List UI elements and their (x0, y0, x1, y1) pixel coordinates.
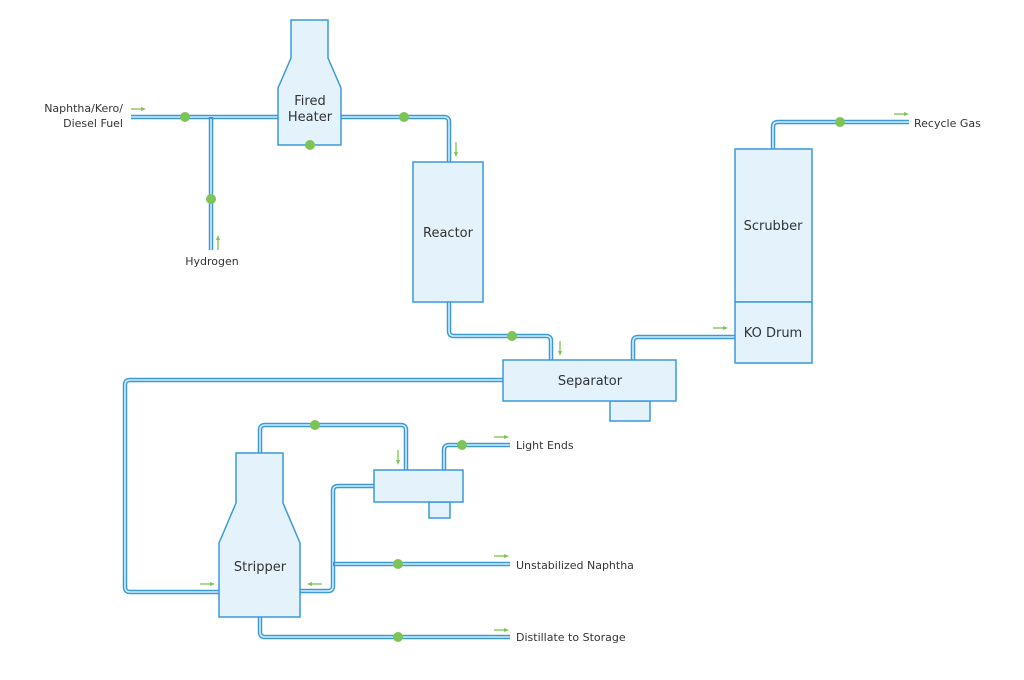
pipe-separator-to-stripper (122, 377, 503, 595)
fired-heater-label-2: Heater (288, 110, 333, 125)
reflux-drum[interactable] (373, 469, 464, 519)
pipe-separator-to-ko-drum (630, 334, 735, 360)
arrow-left-icon (307, 582, 322, 586)
pipe-light-ends (441, 442, 510, 470)
hydrogen-label: Hydrogen (185, 255, 239, 268)
recycle-gas-label: Recycle Gas (914, 117, 981, 130)
valves (180, 112, 845, 642)
unstabilized-naphtha-label: Unstabilized Naphtha (516, 559, 634, 572)
arrow-up-icon (216, 235, 220, 250)
pipe-reflux (300, 483, 374, 594)
pipe-reactor-to-separator (446, 302, 554, 360)
pipes (122, 114, 909, 640)
pipe-stripper-overhead (257, 422, 409, 470)
separator[interactable]: Separator (502, 359, 677, 422)
arrow-right-icon (131, 107, 146, 111)
fired-heater[interactable]: Fired Heater (277, 19, 342, 146)
valve-heater-fuel[interactable] (305, 140, 315, 150)
valve-heater-outlet[interactable] (399, 112, 409, 122)
scrubber-label: Scrubber (744, 219, 803, 234)
light-ends-label: Light Ends (516, 439, 574, 452)
arrow-down-icon (558, 341, 562, 356)
feed-label-2: Diesel Fuel (63, 117, 123, 130)
feed-label-1: Naphtha/Kero/ (44, 102, 123, 115)
fired-heater-label-1: Fired (294, 94, 325, 109)
valve-hydrogen[interactable] (206, 194, 216, 204)
arrow-right-icon (894, 112, 909, 116)
valve-reactor-outlet[interactable] (507, 331, 517, 341)
arrow-down-icon (454, 142, 458, 157)
arrow-right-icon (200, 582, 215, 586)
reactor[interactable]: Reactor (412, 161, 484, 303)
flow-arrows (131, 107, 909, 632)
arrow-right-icon (494, 628, 509, 632)
valve-feed[interactable] (180, 112, 190, 122)
pipe-distillate (257, 617, 510, 640)
valve-stripper-overhead[interactable] (310, 420, 320, 430)
separator-label: Separator (558, 374, 623, 389)
pipe-recycle-gas (770, 119, 909, 149)
stripper-label: Stripper (234, 560, 287, 575)
arrow-right-icon (494, 435, 509, 439)
arrow-right-icon (494, 554, 509, 558)
valve-distillate[interactable] (393, 632, 403, 642)
distillate-label: Distillate to Storage (516, 631, 626, 644)
arrow-right-icon (713, 326, 728, 330)
valve-unstabilized-naphtha[interactable] (393, 559, 403, 569)
pipe-heater-to-reactor (341, 114, 452, 162)
reactor-label: Reactor (423, 226, 474, 241)
valve-light-ends[interactable] (457, 440, 467, 450)
ko-drum[interactable]: KO Drum (734, 301, 813, 364)
stream-labels: Naphtha/Kero/ Diesel Fuel Hydrogen Recyc… (44, 102, 981, 644)
arrow-down-icon (396, 450, 400, 465)
ko-drum-label: KO Drum (744, 326, 802, 341)
scrubber[interactable]: Scrubber (734, 148, 813, 303)
stripper[interactable]: Stripper (218, 452, 301, 618)
valve-recycle-gas[interactable] (835, 117, 845, 127)
